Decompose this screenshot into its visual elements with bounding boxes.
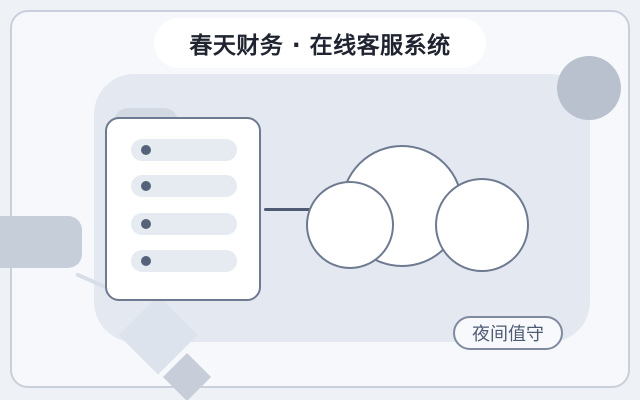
cloud-right-bubble (435, 178, 529, 272)
server-slot (131, 213, 237, 235)
server-led (141, 219, 151, 229)
server-slot (131, 175, 237, 197)
cloud-left-bubble (306, 181, 394, 269)
cloud-icon (306, 145, 529, 272)
decorative-left-block (0, 216, 82, 268)
server-slot (131, 139, 237, 161)
status-badge: 夜间值守 (453, 316, 563, 350)
page-title: 春天财务 · 在线客服系统 (154, 18, 486, 68)
server-slot (131, 250, 237, 272)
server-led (141, 181, 151, 191)
decorative-circle (557, 56, 621, 120)
link-line-icon (264, 208, 330, 211)
server-led (141, 256, 151, 266)
server-led (141, 145, 151, 155)
server-icon (105, 117, 261, 301)
